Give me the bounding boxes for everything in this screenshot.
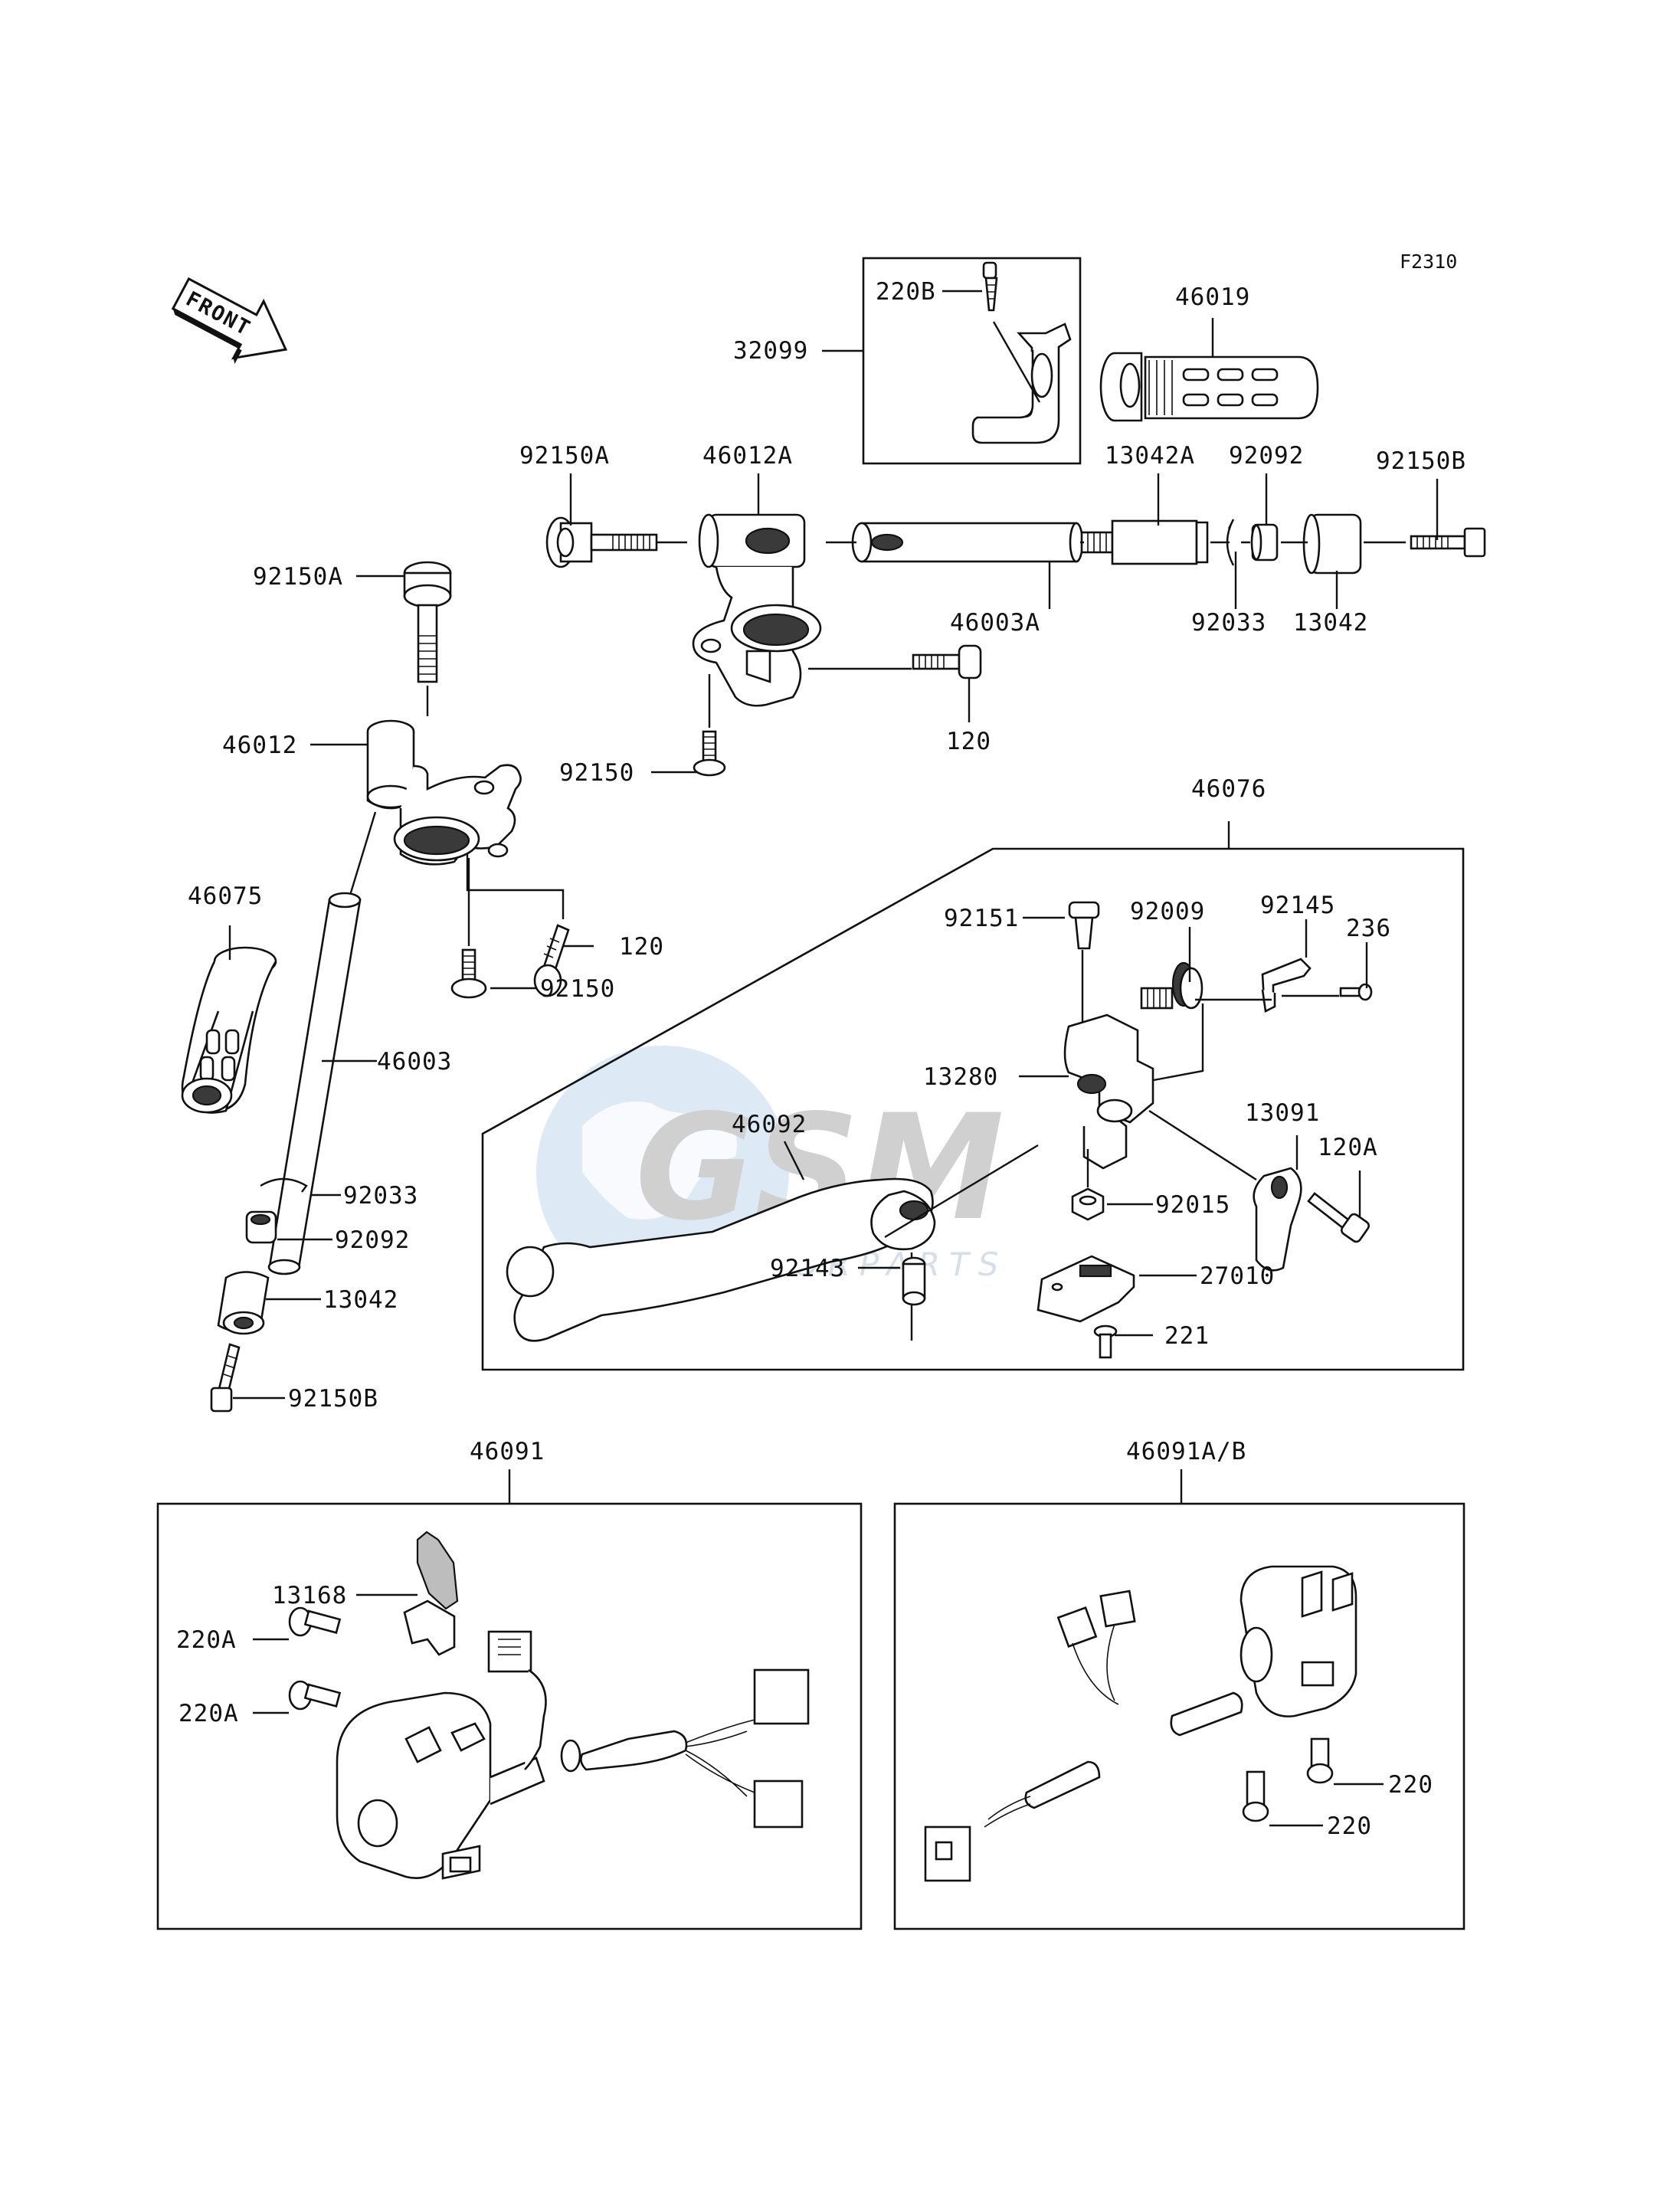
bolt-120A (1307, 1192, 1371, 1243)
switch-part-13168 (403, 1531, 459, 1656)
grip-right (1099, 352, 1319, 422)
bar-end-weight-13042-left (217, 1271, 270, 1335)
callout-46091: 46091 (470, 1438, 545, 1465)
callout-46092: 46092 (732, 1111, 807, 1138)
bar-end-weight-13042A (1080, 519, 1209, 565)
bolt-92150A-left (403, 561, 452, 683)
callout-221: 221 (1164, 1322, 1210, 1350)
bolt-92150B-top (1410, 527, 1486, 558)
screw-220A-2 (288, 1680, 342, 1711)
callout-13042A: 13042A (1105, 442, 1195, 470)
bolt-92150-left (450, 948, 487, 999)
screw-221 (1093, 1324, 1118, 1359)
bar-end-weight-13042-top (1302, 513, 1362, 575)
holder-13091 (1253, 1167, 1302, 1272)
screw-220A-1 (288, 1606, 342, 1637)
left-handlebar-switch (336, 1691, 545, 1880)
screw-220-2 (1242, 1770, 1269, 1822)
callout-220A-2: 220A (178, 1700, 239, 1727)
bolt-92150B-left (210, 1343, 241, 1413)
callout-13042-top: 13042 (1293, 609, 1368, 637)
callout-92150-left: 92150 (540, 975, 615, 1003)
damper-92092-left (245, 1210, 277, 1244)
callout-220-2: 220 (1327, 1812, 1372, 1840)
callout-120-left: 120 (619, 933, 664, 961)
callout-46003: 46003 (377, 1048, 452, 1076)
callout-92033-left: 92033 (343, 1182, 418, 1210)
bolt-92150-top (693, 730, 726, 777)
leader-lines (228, 290, 1439, 1827)
callout-92150A-top: 92150A (519, 442, 610, 470)
callout-120A: 120A (1318, 1134, 1378, 1161)
callout-92143: 92143 (770, 1255, 845, 1282)
callout-46012A: 46012A (702, 442, 793, 470)
callout-46019: 46019 (1175, 283, 1250, 311)
damper-92092-top (1250, 523, 1279, 562)
callout-92092-top: 92092 (1229, 442, 1304, 470)
left-switch-harness (487, 1630, 810, 1829)
throttle-pulley (971, 321, 1072, 444)
callout-92009: 92009 (1130, 898, 1205, 925)
callout-220-1: 220 (1388, 1771, 1433, 1799)
callout-92092-left: 92092 (335, 1226, 410, 1254)
grip-left (181, 946, 277, 1114)
callout-92033-top: 92033 (1191, 609, 1266, 637)
right-switch-box (893, 1502, 1465, 1930)
lever-46092 (506, 1177, 936, 1342)
callout-46012: 46012 (222, 732, 297, 759)
callout-220A-1: 220A (176, 1626, 237, 1654)
callout-46091AB: 46091A/B (1126, 1438, 1246, 1465)
handlebar-right (851, 522, 1084, 563)
callout-13168: 13168 (272, 1582, 347, 1609)
callout-32099: 32099 (733, 337, 808, 365)
circlip-92033-left (260, 1177, 308, 1193)
handlebar-holder-right (692, 513, 822, 707)
callout-92150B-left: 92150B (288, 1385, 378, 1413)
lever-assembly-box (481, 847, 1465, 1371)
watermark: GSM MOTORPARTS (536, 1046, 1004, 1298)
handlebar-holder-left (366, 719, 522, 866)
callout-220B: 220B (876, 278, 936, 306)
right-handlebar-switch (1240, 1565, 1357, 1717)
callout-46076: 46076 (1191, 775, 1266, 803)
bolt-120-top (912, 644, 982, 679)
switch-27010 (1036, 1255, 1135, 1323)
handlebar-left (267, 892, 362, 1275)
callout-13280: 13280 (923, 1063, 998, 1091)
callout-labels: 220B 32099 46019 92150A 46012A 13042A 92… (176, 278, 1466, 1840)
front-arrow-icon: FRONT (171, 277, 288, 365)
screw-220B (982, 261, 998, 312)
screw-236 (1339, 983, 1373, 1001)
callout-92150B-top: 92150B (1376, 447, 1466, 475)
callout-46075: 46075 (188, 882, 263, 910)
right-switch-harness (924, 1590, 1243, 1882)
bolt-92151 (1068, 901, 1100, 950)
pivot-92143 (902, 1256, 926, 1306)
clip-92145 (1261, 958, 1312, 1013)
callout-13091: 13091 (1245, 1099, 1320, 1127)
screw-220-1 (1306, 1737, 1334, 1784)
nut-92015 (1071, 1187, 1105, 1221)
lever-holder-13280 (1063, 1013, 1154, 1170)
figure-code: F2310 (1400, 250, 1457, 273)
callout-92151: 92151 (944, 905, 1019, 932)
callout-92150A-left: 92150A (253, 563, 343, 591)
callout-46003A: 46003A (950, 609, 1040, 637)
bolt-92150A-top (545, 516, 658, 568)
callout-13042-left: 13042 (323, 1286, 398, 1314)
callout-27010: 27010 (1200, 1262, 1275, 1290)
adjuster-92009 (1140, 961, 1204, 1010)
callout-92150-top: 92150 (559, 759, 634, 787)
callout-236: 236 (1346, 915, 1391, 942)
callout-92145: 92145 (1260, 892, 1335, 919)
throttle-pulley-box (862, 257, 1082, 465)
bolt-120-left (533, 924, 570, 997)
callout-120-top: 120 (946, 728, 991, 755)
callout-92015: 92015 (1155, 1191, 1230, 1219)
